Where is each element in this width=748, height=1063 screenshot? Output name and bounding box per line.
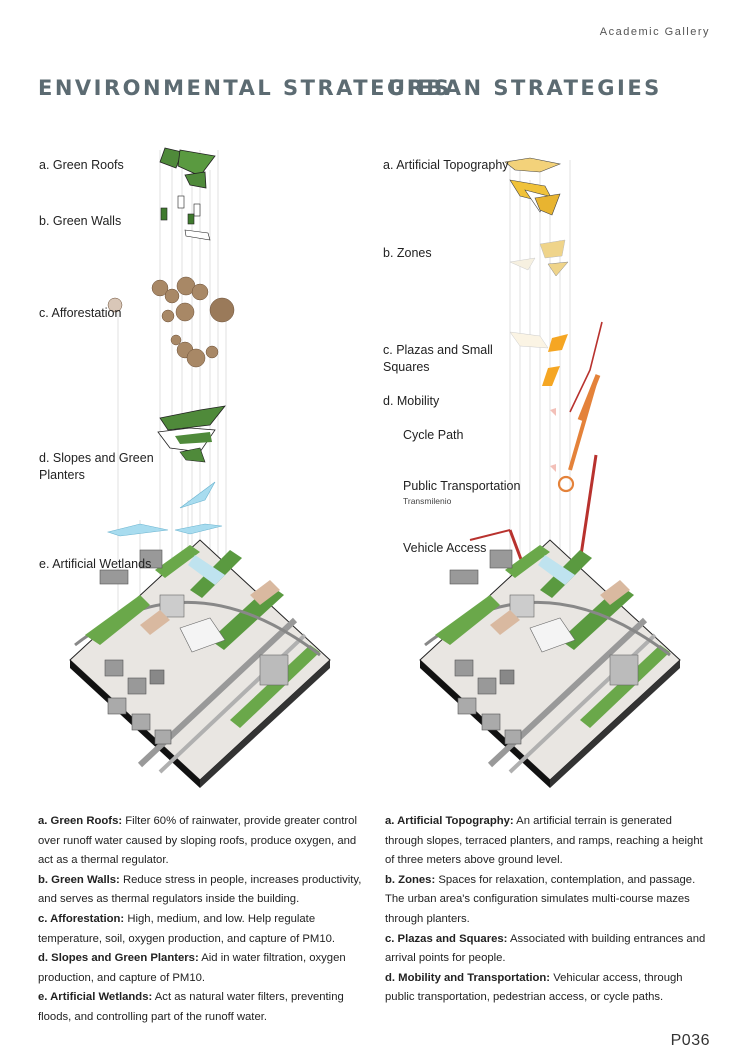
desc-afforestation: c. Afforestation: High, medium, and low.… <box>38 910 363 949</box>
desc-green-roofs: a. Green Roofs: Filter 60% of rainwater,… <box>38 812 363 871</box>
desc-slopes: d. Slopes and Green Planters: Aid in wat… <box>38 949 363 988</box>
label-wetlands: e. Artificial Wetlands <box>39 556 151 573</box>
page-number: P036 <box>671 1032 710 1050</box>
label-plazas: c. Plazas and Small Squares <box>383 342 493 376</box>
environmental-descriptions: a. Green Roofs: Filter 60% of rainwater,… <box>38 812 363 1028</box>
label-topography: a. Artificial Topography <box>383 157 509 174</box>
label-slopes-line1: d. Slopes and Green <box>39 450 154 467</box>
urban-diagram <box>420 158 680 788</box>
strategy-diagrams <box>0 0 748 800</box>
label-green-roofs: a. Green Roofs <box>39 157 124 174</box>
label-slopes-line2: Planters <box>39 467 154 484</box>
desc-term: e. Artificial Wetlands: <box>38 991 152 1003</box>
desc-mobility: d. Mobility and Transportation: Vehicula… <box>385 969 713 1008</box>
label-cycle-path: Cycle Path <box>403 427 463 444</box>
label-transmilenio: Transmilenio <box>403 496 451 506</box>
label-vehicle-access: Vehicle Access <box>403 540 486 557</box>
desc-plazas: c. Plazas and Squares: Associated with b… <box>385 930 713 969</box>
desc-term: a. Green Roofs: <box>38 815 122 827</box>
label-slopes: d. Slopes and Green Planters <box>39 450 154 484</box>
desc-term: c. Afforestation: <box>38 913 124 925</box>
label-mobility: d. Mobility <box>383 393 439 410</box>
label-plazas-line2: Squares <box>383 359 493 376</box>
desc-term: d. Slopes and Green Planters: <box>38 952 199 964</box>
label-green-walls: b. Green Walls <box>39 213 121 230</box>
desc-term: b. Zones: <box>385 874 435 886</box>
urban-descriptions: a. Artificial Topography: An artificial … <box>385 812 713 1008</box>
desc-term: d. Mobility and Transportation: <box>385 972 550 984</box>
desc-term: b. Green Walls: <box>38 874 120 886</box>
desc-zones: b. Zones: Spaces for relaxation, contemp… <box>385 871 713 930</box>
desc-term: a. Artificial Topography: <box>385 815 514 827</box>
label-plazas-line1: c. Plazas and Small <box>383 342 493 359</box>
desc-topography: a. Artificial Topography: An artificial … <box>385 812 713 871</box>
desc-term: c. Plazas and Squares: <box>385 933 507 945</box>
label-public-transport: Public Transportation <box>403 478 520 495</box>
desc-wetlands: e. Artificial Wetlands: Act as natural w… <box>38 988 363 1027</box>
label-afforestation: c. Afforestation <box>39 305 121 322</box>
label-zones: b. Zones <box>383 245 432 262</box>
desc-green-walls: b. Green Walls: Reduce stress in people,… <box>38 871 363 910</box>
